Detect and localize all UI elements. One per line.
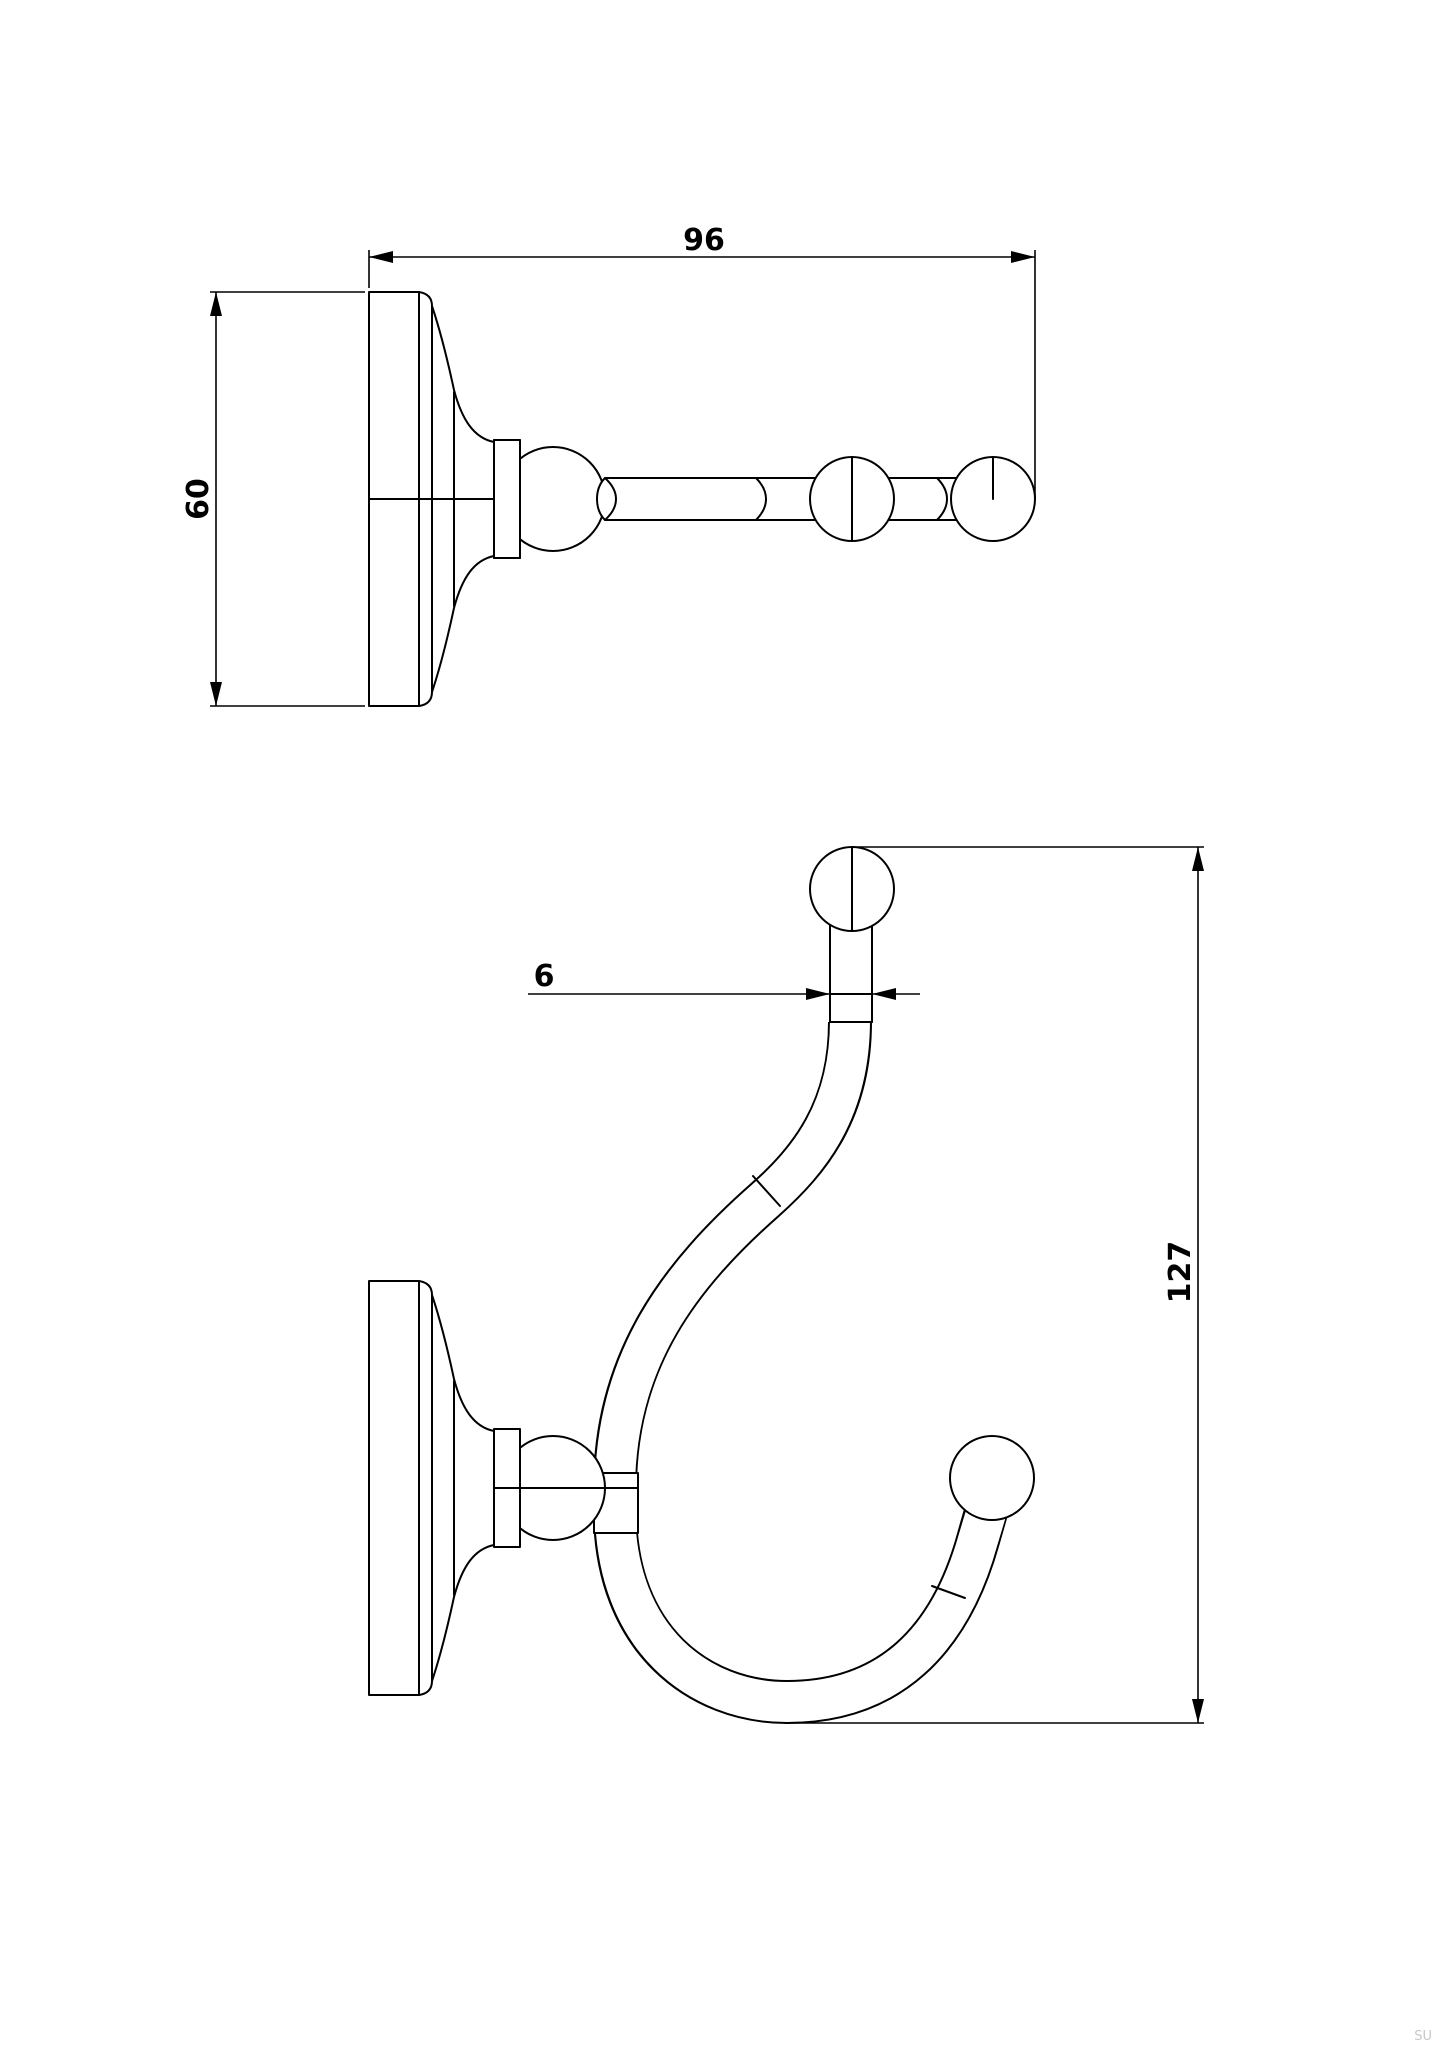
side-view-upper-ball <box>809 456 895 542</box>
front-view-collar <box>493 1428 606 1548</box>
dimension-hook-height: 127 <box>787 846 1204 1724</box>
side-view-base-plate <box>368 291 495 707</box>
dimension-hook-height-label: 127 <box>1163 1241 1198 1304</box>
front-view: 127 6 <box>368 846 1204 1724</box>
front-view-base-plate <box>368 1280 495 1696</box>
side-view-collar <box>493 439 606 559</box>
dimension-tube-diameter: 6 <box>528 959 920 1000</box>
dimension-height-label: 60 <box>181 478 216 520</box>
corner-mark: SU <box>1414 2029 1432 2044</box>
front-view-top-ball <box>809 846 895 932</box>
front-view-hook-body <box>593 921 1008 1724</box>
dimension-tube-diameter-label: 6 <box>534 959 555 994</box>
dimension-height: 60 <box>181 291 365 707</box>
dimension-width-label: 96 <box>683 223 725 258</box>
dimension-width: 96 <box>368 223 1036 499</box>
side-view-end-ball <box>950 456 1036 542</box>
front-view-lower-ball <box>949 1435 1035 1521</box>
side-view: 96 60 <box>181 223 1036 707</box>
side-view-arm <box>596 477 1011 521</box>
